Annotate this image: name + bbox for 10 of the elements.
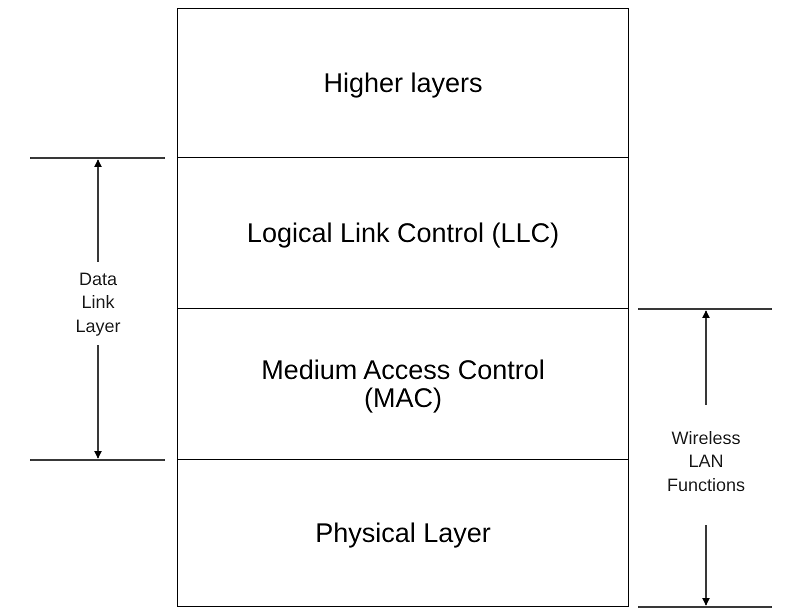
layer-name: Physical Layer [315,518,491,548]
layer-box [177,157,629,309]
layer-name: Logical Link Control (LLC) [246,218,560,248]
layer-box [177,459,629,607]
layer-box [177,308,629,460]
layer-name: Higher layers [323,68,483,98]
dimension-label: Data Link Layer [75,268,121,338]
layer-name: Medium Access Control (MAC) [260,356,546,412]
layer-box [177,8,629,158]
dimension-label: Wireless LAN Functions [666,426,746,497]
